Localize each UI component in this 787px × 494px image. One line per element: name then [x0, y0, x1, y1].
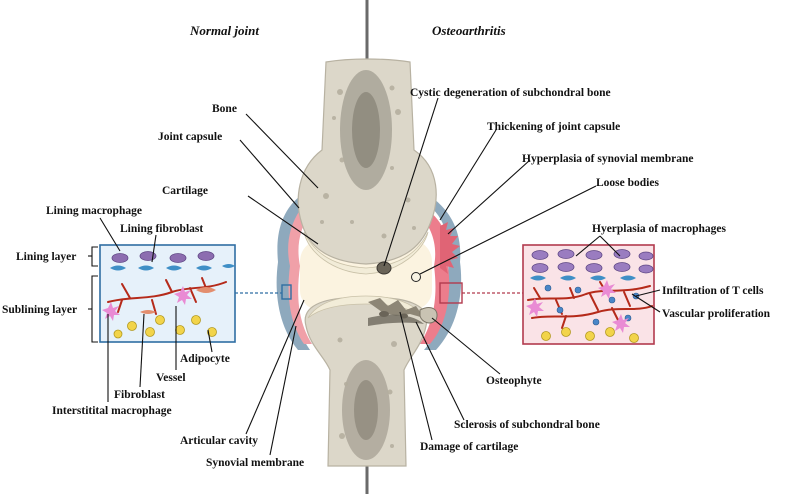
label-loose-bodies: Loose bodies [596, 177, 659, 189]
label-articular-cavity: Articular cavity [180, 435, 258, 447]
synovial-membrane-shape [288, 210, 312, 344]
normal-synovium-panel [99, 244, 236, 343]
label-adipocyte: Adipocyte [180, 353, 230, 365]
label-thickening-capsule: Thickening of joint capsule [487, 121, 620, 133]
label-fibroblast: Fibroblast [114, 389, 165, 401]
label-joint-capsule: Joint capsule [158, 131, 222, 143]
label-cystic-degeneration: Cystic degeneration of subchondral bone [410, 87, 611, 99]
interstitial-macrophages [102, 286, 192, 321]
subchondral-cyst [376, 261, 392, 275]
label-vessel: Vessel [156, 372, 186, 384]
label-infiltration-t-cells: Infiltration of T cells [662, 285, 764, 297]
title-normal-joint: Normal joint [189, 23, 259, 38]
label-cartilage: Cartilage [162, 185, 208, 197]
label-lining-layer: Lining layer [16, 251, 76, 263]
label-sclerosis: Sclerosis of subchondral bone [454, 419, 600, 431]
label-vascular-proliferation: Vascular proliferation [662, 308, 771, 320]
label-interstitial-macrophage: Interstitital macrophage [52, 405, 172, 417]
joint-capsule-shape [276, 196, 312, 350]
label-lining-macrophage: Lining macrophage [46, 205, 142, 217]
normal-sample-box [281, 284, 292, 300]
labels-normal: Bone Joint capsule Cartilage Lining macr… [2, 103, 304, 469]
loose-body [411, 272, 421, 282]
label-sublining-layer: Sublining layer [2, 304, 77, 316]
label-bone: Bone [212, 103, 237, 115]
normal-vessels [107, 277, 227, 315]
label-lining-fibroblast: Lining fibroblast [120, 223, 203, 235]
joint-illustration [276, 58, 463, 467]
lining-fibroblasts [110, 264, 235, 271]
cartilage-damage-shape [368, 298, 424, 318]
lining-macrophages [111, 251, 215, 263]
joint-capsule-oa-shape [420, 196, 462, 350]
label-damage-cartilage: Damage of cartilage [420, 441, 518, 453]
leader-lines [99, 97, 661, 456]
upper-cartilage-shape [303, 231, 429, 275]
label-hyperplasia-macrophages: Hyerplasia of macrophages [592, 223, 726, 235]
layer-brackets [88, 246, 98, 343]
label-osteophyte: Osteophyte [486, 375, 542, 387]
title-osteoarthritis: Osteoarthritis [432, 23, 506, 38]
oa-synovium-panel [522, 244, 655, 345]
labels-oa: Cystic degeneration of subchondral bone … [410, 87, 771, 453]
t-cells [544, 284, 640, 326]
sclerosis-band [368, 314, 424, 326]
label-synovial-membrane: Synovial membrane [206, 457, 304, 469]
oa-macrophages [531, 249, 654, 274]
label-hyperplasia-synovial: Hyperplasia of synovial membrane [522, 153, 694, 165]
